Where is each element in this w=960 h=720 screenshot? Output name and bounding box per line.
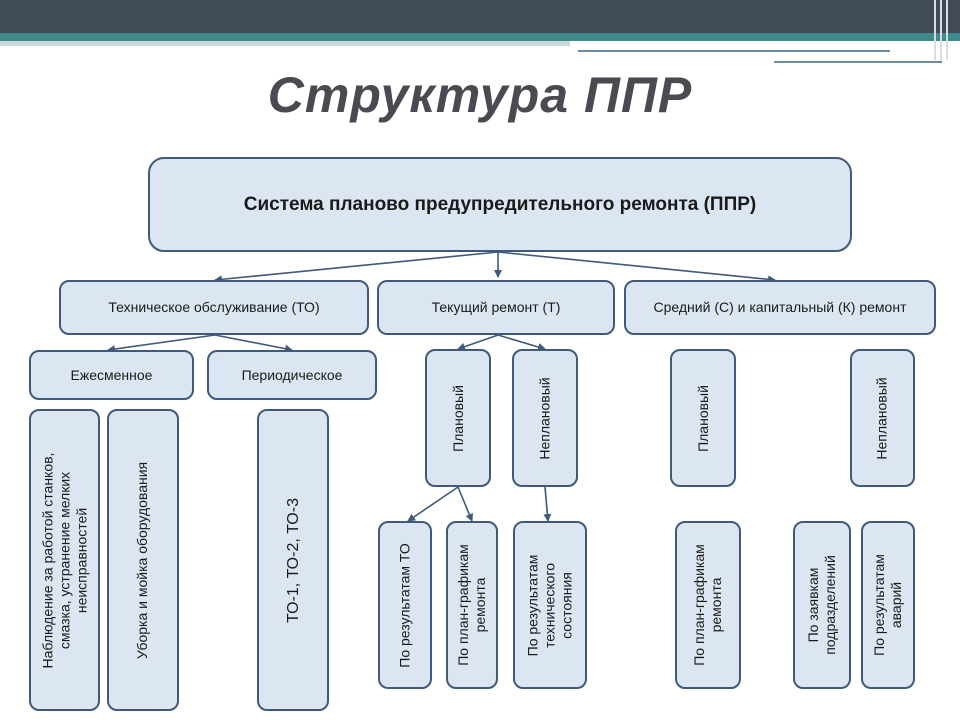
box-maintenance: Техническое обслуживание (ТО) [59, 280, 369, 335]
box-observation: Наблюдение за работой станков, смазка, у… [29, 409, 100, 711]
arrow-root-to [214, 251, 499, 284]
arrow-to-monthly [107, 334, 216, 353]
observation-text: Наблюдение за работой станков, смазка, у… [39, 452, 90, 668]
box-by-tech-state: По результатам технического состояния [513, 521, 587, 689]
by-to-results-text: По результатам ТО [396, 542, 413, 668]
medium-capital-label: Средний (С) и капитальный (К) ремонт [653, 299, 907, 315]
arrow-root-sk [497, 251, 776, 284]
arrow-trp-byto [407, 486, 459, 522]
box-tr-unplanned: Неплановый [512, 349, 578, 487]
top-bar [0, 0, 960, 33]
sk-planned-text: Плановый [694, 384, 711, 452]
root-label: Система планово предупредительного ремон… [243, 194, 757, 215]
by-tech-state-text: По результатам технического состояния [524, 554, 575, 656]
box-tr-by-schedule: По план-графикам ремонта [446, 521, 498, 689]
arrow-tr-unplanned [497, 334, 546, 351]
box-sk-planned: Плановый [670, 349, 736, 487]
per-shift-label: Ежесменное [70, 366, 153, 383]
arrow-tr-planned [457, 334, 499, 351]
box-by-requests: По заявкам подразделений [793, 521, 851, 689]
tr-by-schedule-text: По план-графикам ремонта [455, 544, 488, 666]
by-accidents-text: По результатам аварий [871, 554, 905, 656]
arrow-tru-bystate [543, 486, 552, 522]
root-box: Система планово предупредительного ремон… [148, 157, 852, 252]
cleaning-text: Уборка и мойка оборудования [134, 461, 151, 659]
box-cleaning: Уборка и мойка оборудования [107, 409, 179, 711]
maintenance-label: Техническое обслуживание (ТО) [108, 299, 320, 315]
box-sk-unplanned: Неплановый [850, 349, 915, 487]
to123-text: ТО-1, ТО-2, ТО-3 [284, 497, 302, 623]
decor-vertical-lines [934, 0, 954, 60]
by-requests-text: По заявкам подразделений [805, 555, 839, 655]
box-by-accidents: По результатам аварий [861, 521, 915, 689]
tr-planned-text: Плановый [449, 384, 466, 452]
box-current-repair: Текущий ремонт (Т) [377, 280, 615, 335]
top-stripe-light [0, 41, 570, 46]
sk-unplanned-text: Неплановый [874, 376, 890, 460]
accent-line-1 [578, 50, 890, 52]
box-sk-by-schedule: По план-графикам ремонта [675, 521, 741, 689]
page-title: Структура ППР [267, 67, 693, 123]
accent-line-2 [774, 61, 942, 63]
current-repair-label: Текущий ремонт (Т) [431, 299, 561, 315]
box-medium-capital-repair: Средний (С) и капитальный (К) ремонт [624, 280, 936, 335]
box-periodic: Периодическое [207, 350, 377, 400]
arrow-trp-byplan [457, 486, 474, 522]
top-stripe [0, 33, 960, 41]
box-to123: ТО-1, ТО-2, ТО-3 [257, 409, 329, 711]
tr-unplanned-text: Неплановый [536, 376, 553, 460]
box-tr-planned: Плановый [425, 349, 491, 487]
box-by-to-results: По результатам ТО [378, 521, 432, 689]
sk-by-schedule-text: По план-графикам ремонта [691, 544, 724, 666]
arrow-to-periodic [214, 334, 293, 353]
periodic-label: Периодическое [241, 366, 343, 383]
box-per-shift: Ежесменное [29, 350, 194, 400]
